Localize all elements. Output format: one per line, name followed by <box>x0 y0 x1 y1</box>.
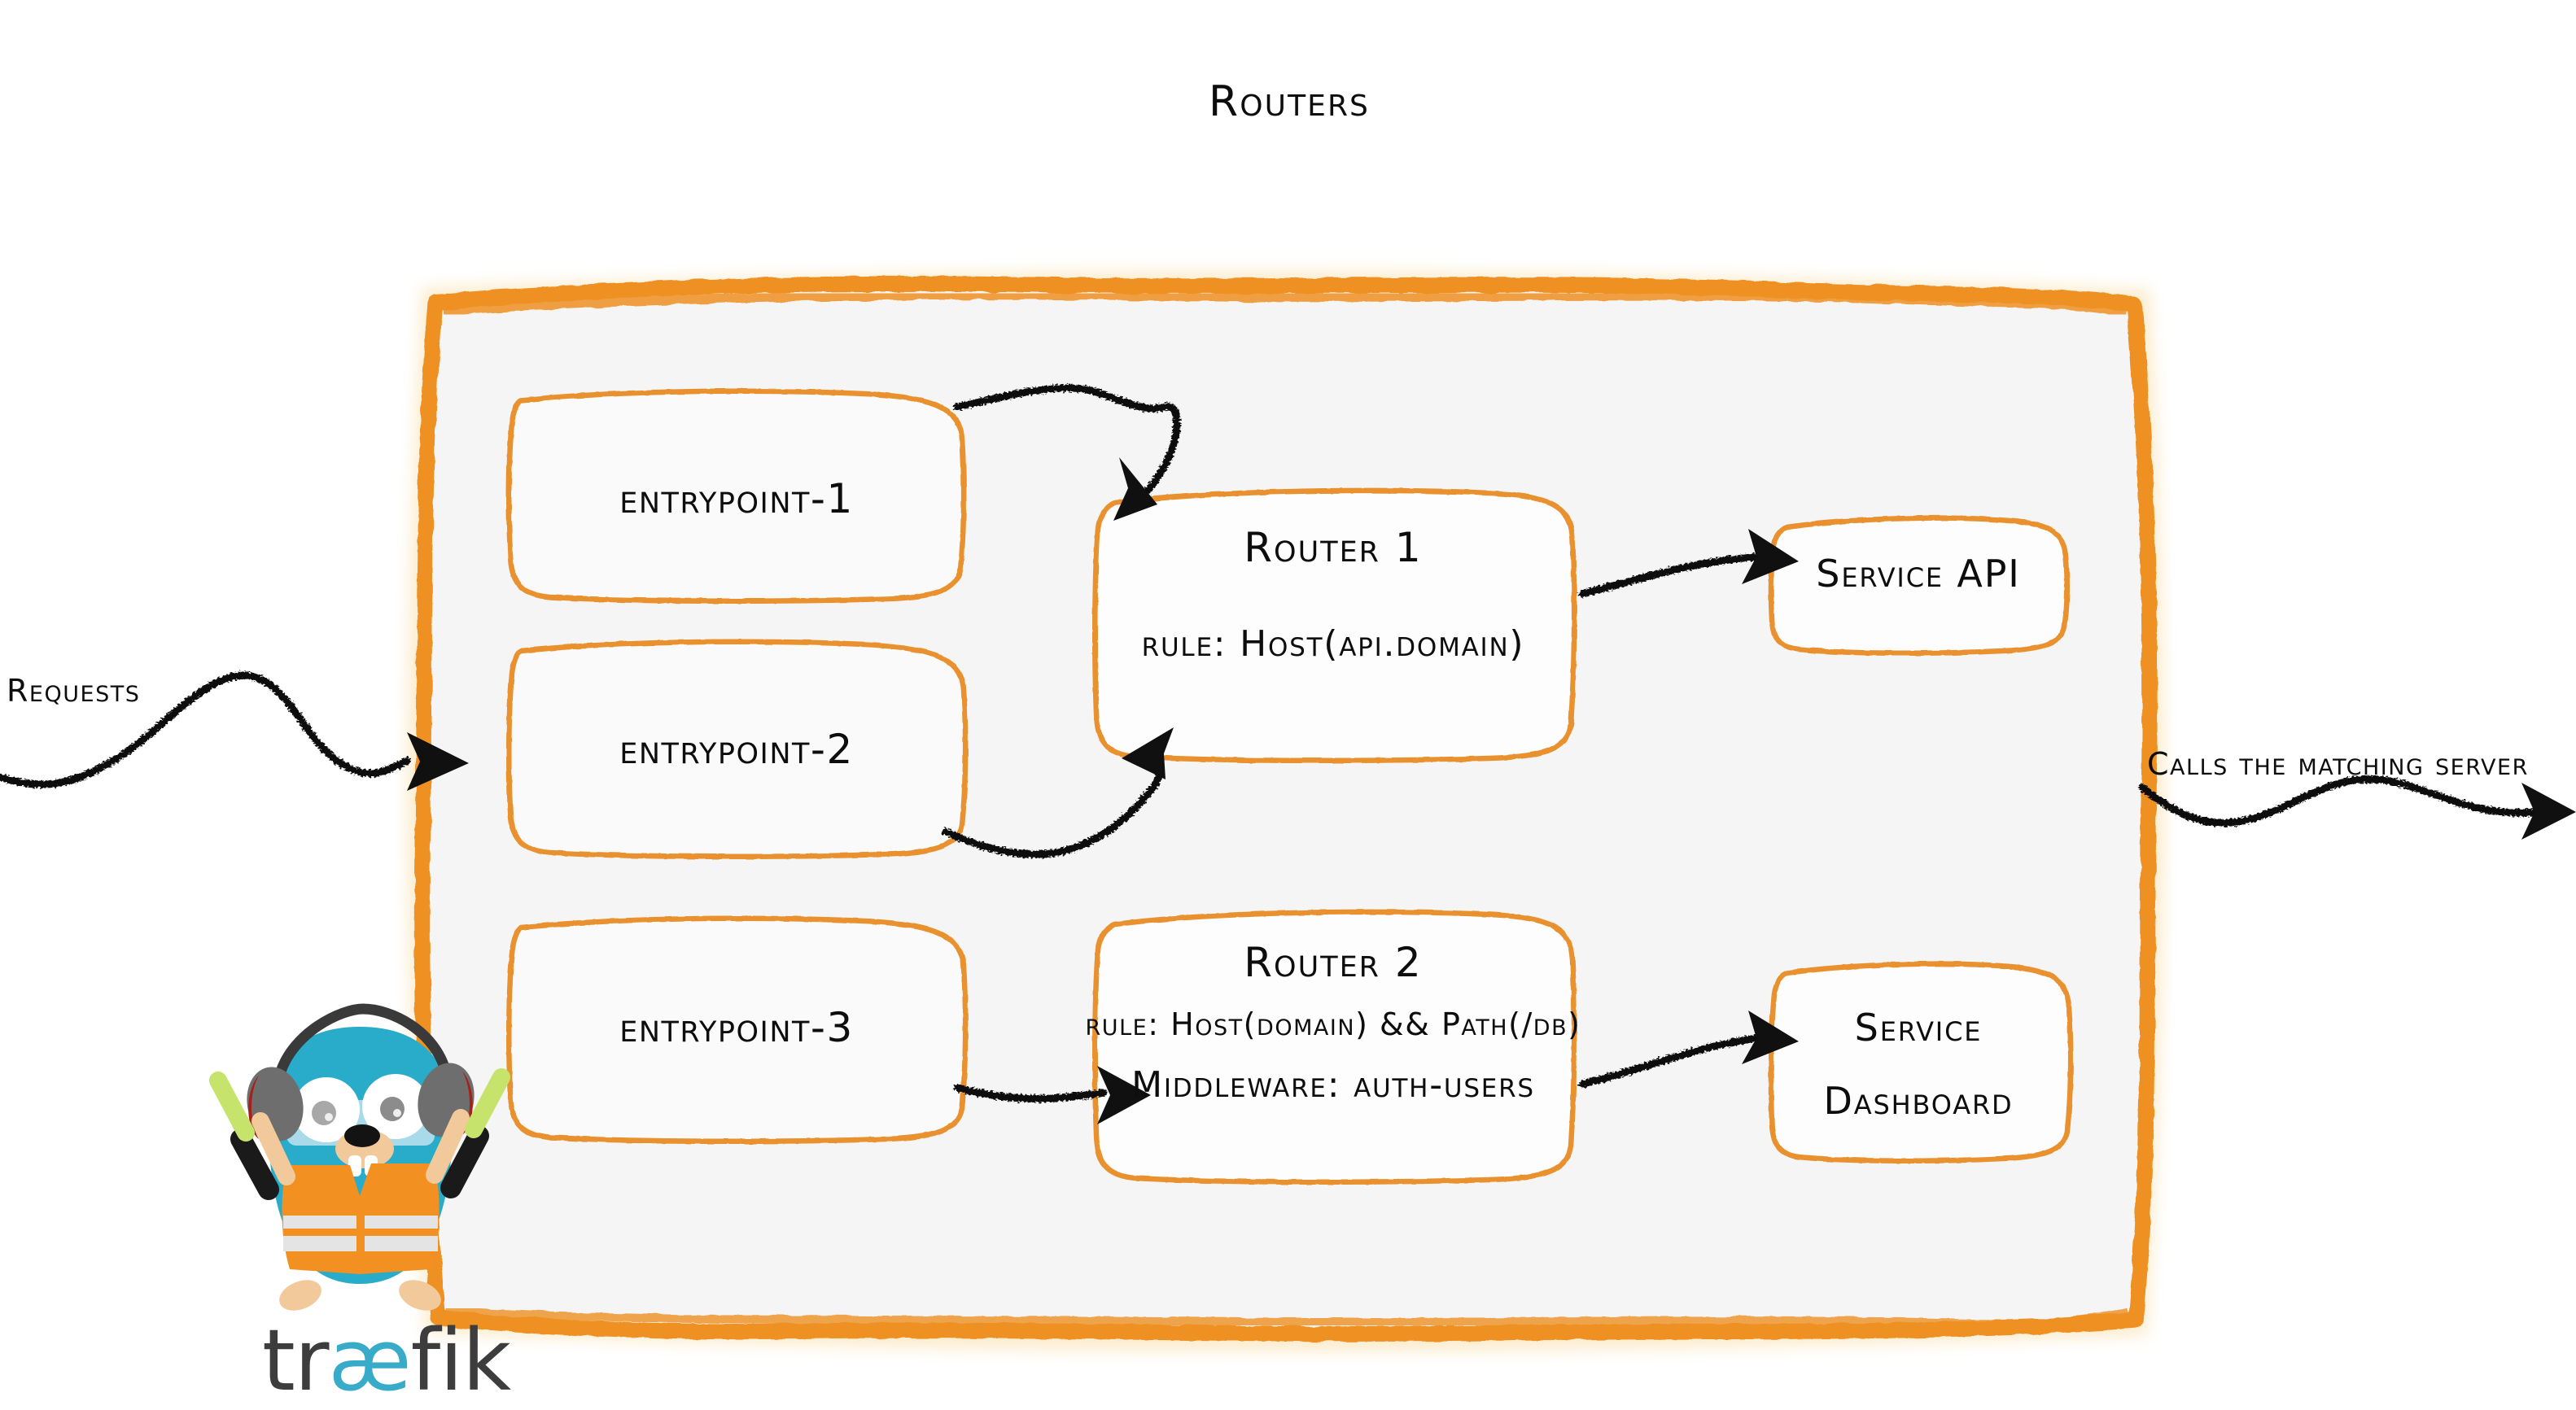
annotation-calls-matching-server: Calls the matching server <box>2147 746 2529 782</box>
service-box-api[interactable] <box>1768 515 2070 657</box>
gopher-arm-right <box>426 1109 470 1184</box>
service-label-api: Service API <box>1816 552 2021 596</box>
service-label-dashboard-line1: Service <box>1854 1006 1983 1050</box>
arrowhead-router1-serviceapi <box>1742 529 1799 584</box>
arrowhead-ep3-router2 <box>1097 1066 1151 1124</box>
entrypoint-box-3[interactable] <box>506 915 969 1145</box>
arrow-router2-servicedashboard <box>1578 1033 1767 1088</box>
gopher-headband <box>274 1003 452 1080</box>
entrypoint-label-3: entrypoint-3 <box>619 1004 854 1051</box>
gopher-wand-grip-right <box>440 1125 489 1198</box>
gopher-wand-grip-left <box>230 1128 279 1200</box>
gopher-nose <box>344 1124 380 1147</box>
arrow-requests-in <box>0 671 411 788</box>
arrowhead-router2-servicedashboard <box>1742 1011 1799 1064</box>
router-title-2: Router 2 <box>1244 939 1423 986</box>
wordmark-post: fik <box>410 1311 512 1410</box>
gopher-foot-left <box>279 1280 321 1311</box>
router-box-2[interactable] <box>1092 909 1577 1185</box>
router-title-1: Router 1 <box>1244 524 1423 571</box>
traefik-wordmark: træfik <box>262 1318 511 1403</box>
gopher-arm-left <box>251 1112 295 1185</box>
arrowhead-ep1-router1 <box>1113 457 1157 521</box>
entrypoint-box-1[interactable] <box>506 388 967 605</box>
entrypoint-label-2: entrypoint-2 <box>619 726 854 773</box>
arrowhead-requests-in <box>407 732 469 791</box>
traefik-gopher-mascot <box>209 1003 510 1311</box>
gopher-wand-light-right <box>465 1068 510 1138</box>
router-box-1[interactable] <box>1092 487 1577 764</box>
gopher-wand-light-left <box>209 1072 255 1142</box>
router-middleware-2: Middleware: auth-users <box>1131 1064 1535 1106</box>
service-label-dashboard-line2: Dashboard <box>1823 1079 2014 1123</box>
router-rule-1: rule: Host(api.domain) <box>1141 623 1525 665</box>
page-title: Routers <box>1209 77 1370 126</box>
arrowheads <box>407 457 2576 1124</box>
arrow-router1-serviceapi <box>1578 552 1767 598</box>
service-box-dashboard[interactable] <box>1768 961 2074 1164</box>
wordmark-ae-ligature: æ <box>328 1311 411 1410</box>
arrow-ep3-router2 <box>953 1084 1108 1102</box>
arrow-ep1-router1 <box>953 384 1181 499</box>
router-rule-2: rule: Host(domain) && Path(/db) <box>1085 1006 1581 1042</box>
gopher-foot-right <box>399 1280 441 1311</box>
arrow-calls-out <box>2138 775 2542 827</box>
gopher-pupil-left <box>312 1101 336 1125</box>
arrowhead-calls-out <box>2521 783 2576 840</box>
entrypoint-box-2[interactable] <box>506 639 969 860</box>
gopher-pupil-right <box>380 1097 405 1121</box>
entrypoint-label-1: entrypoint-1 <box>619 475 854 522</box>
wordmark-pre: tr <box>262 1311 330 1410</box>
annotation-requests: Requests <box>7 673 141 709</box>
arrowhead-ep2-router1 <box>1122 727 1174 779</box>
